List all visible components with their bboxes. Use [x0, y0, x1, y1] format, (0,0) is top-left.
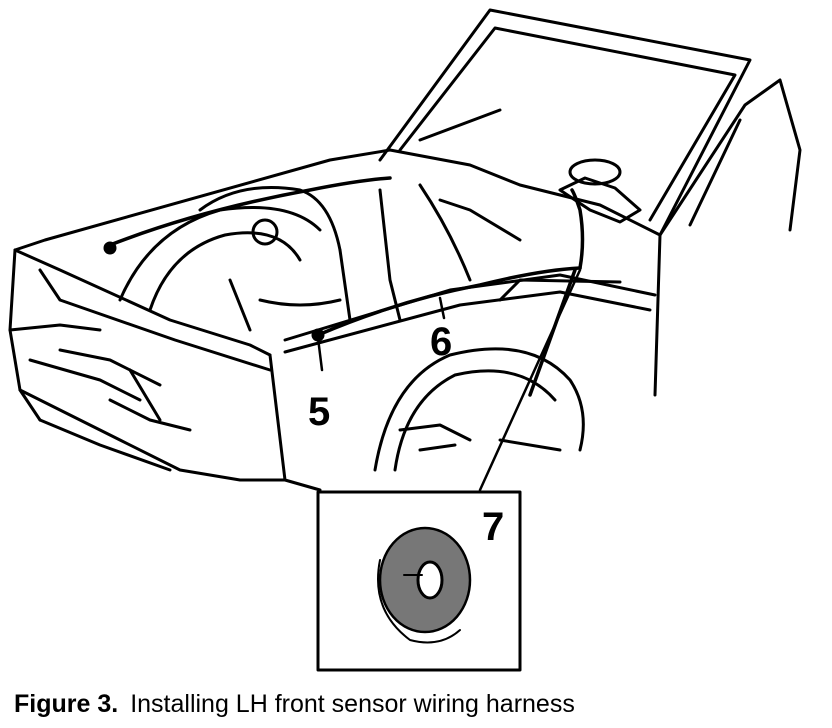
figure-caption: Figure 3. Installing LH front sensor wiri… — [14, 690, 575, 719]
wiring-harness-illustration: 5 6 7 — [8, 8, 802, 672]
callout-5: 5 — [308, 390, 330, 434]
wheel-arch — [373, 347, 585, 472]
callout-leader-lines — [316, 268, 582, 492]
figure-caption-text: Installing LH front sensor wiring harnes… — [130, 690, 575, 718]
wheelhouse-bracket — [558, 158, 642, 224]
figure-number: Figure 3. — [14, 690, 119, 718]
callout-6: 6 — [430, 320, 452, 364]
windshield — [378, 8, 802, 237]
callout-7: 7 — [482, 505, 504, 549]
front-body-outline — [8, 148, 662, 492]
grommet-inset — [316, 490, 522, 672]
